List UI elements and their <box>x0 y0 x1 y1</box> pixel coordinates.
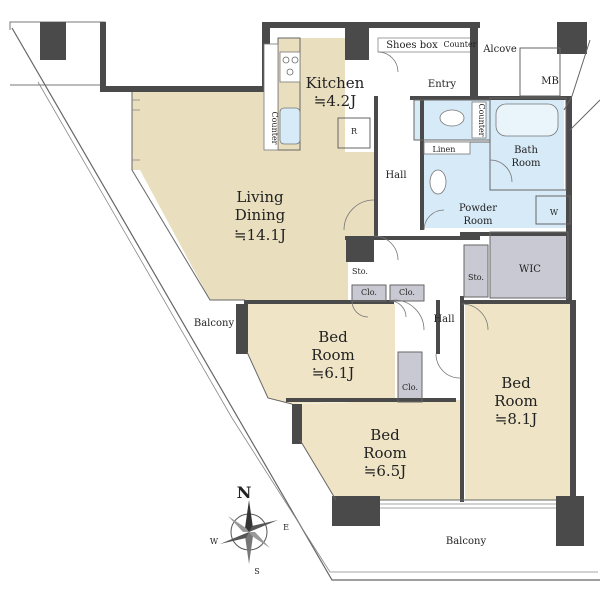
powder-basin <box>429 169 447 195</box>
toilet-counter-label: Counter <box>477 103 486 136</box>
hall-upper-label: Hall <box>385 170 406 181</box>
bedroom-right-floor <box>465 304 570 500</box>
compass-w: W <box>210 537 219 546</box>
compass-s: S <box>254 567 259 576</box>
bedroom-right-label-1: Bed <box>501 374 531 392</box>
compass-n: N <box>237 483 252 502</box>
toilet <box>439 109 465 127</box>
wic-floor <box>490 232 568 298</box>
bedroom-left-label-1: Bed <box>318 328 348 346</box>
powder-label-1: Powder <box>459 203 497 214</box>
bedroom-left-floor <box>247 304 438 404</box>
bath-label-1: Bath <box>514 145 538 156</box>
kitchen-stove <box>279 51 301 83</box>
toilet-counter <box>471 101 487 139</box>
stove-burner <box>286 68 294 76</box>
linen-label: Linen <box>433 145 456 154</box>
compass-e: E <box>283 523 289 532</box>
kitchen-counter-label: Counter <box>270 111 279 144</box>
kitchen-counter <box>263 43 279 151</box>
balcony-railing-west-inner <box>37 81 598 573</box>
bedroom-left-size: ≒6.1J <box>312 364 354 382</box>
door-swings <box>343 51 513 379</box>
clo-1-floor <box>352 285 386 301</box>
sto-right-floor <box>464 245 488 297</box>
clo-3-label: Clo. <box>402 383 418 392</box>
stove-burner <box>282 56 290 64</box>
wic-label: WIC <box>519 264 541 275</box>
bedroom-right-size: ≒8.1J <box>495 410 537 428</box>
linen-shelf <box>423 141 471 155</box>
clo-2-floor <box>390 285 424 301</box>
compass-rose <box>220 500 278 564</box>
powder-label-2: Room <box>463 216 493 227</box>
entry-label: Entry <box>428 79 457 90</box>
balcony-south-label: Balcony <box>446 536 487 547</box>
living-label: Living <box>236 188 284 206</box>
shoes-box-label: Shoes box <box>386 40 438 51</box>
refrigerator-label: R <box>351 127 358 136</box>
balcony-railing-west <box>11 27 600 581</box>
w-label: W <box>550 208 559 217</box>
bath-label-2: Room <box>511 158 541 169</box>
bedroom-left-label-2: Room <box>311 346 355 364</box>
bathtub <box>495 103 559 137</box>
clo-3-floor <box>398 352 422 402</box>
stove-burner <box>291 56 299 64</box>
bedroom-bottom-label-1: Bed <box>370 426 400 444</box>
clo-1-label: Clo. <box>361 288 377 297</box>
sto-right-label: Sto. <box>468 273 484 282</box>
kitchen-size: ≒4.2J <box>314 92 356 110</box>
alcove-label: Alcove <box>482 44 517 55</box>
dining-label: Dining <box>235 206 286 224</box>
balcony-west-label: Balcony <box>194 318 235 329</box>
sto-left-label: Sto. <box>352 267 368 276</box>
windows <box>132 99 556 509</box>
kitchen-label: Kitchen <box>306 74 365 92</box>
bedroom-bottom-label-2: Room <box>363 444 407 462</box>
kitchen-sink <box>279 107 301 145</box>
clo-2-label: Clo. <box>399 288 415 297</box>
bedroom-right-label-2: Room <box>494 392 538 410</box>
living-size: ≒14.1J <box>234 226 286 244</box>
hall-lower-label: Hall <box>433 314 454 325</box>
bedroom-bottom-floor <box>300 398 460 500</box>
powder-room-floor <box>424 142 570 228</box>
mb-label: MB <box>541 76 559 87</box>
walls <box>40 22 587 546</box>
outlines <box>131 37 600 501</box>
counter-top-label: Counter <box>443 40 476 49</box>
bedroom-bottom-size: ≒6.5J <box>364 462 406 480</box>
